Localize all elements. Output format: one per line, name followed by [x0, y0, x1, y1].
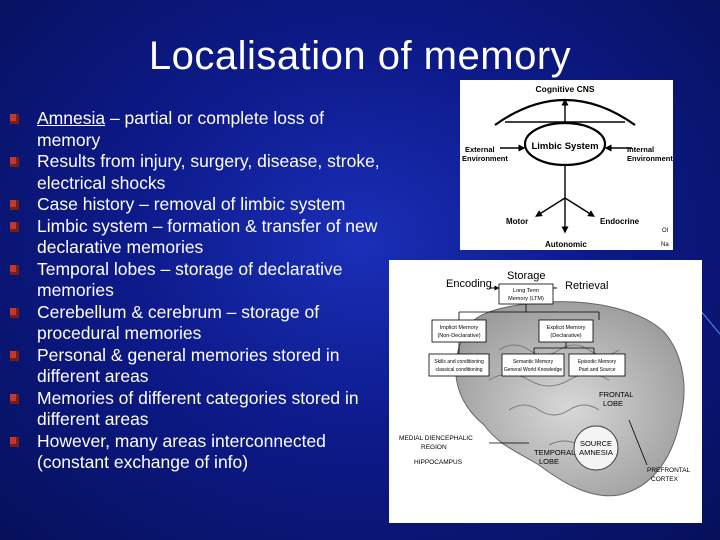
label-temporal-2: LOBE	[539, 457, 559, 466]
label-ltm-2: Memory (LTM)	[508, 296, 544, 302]
bullet-text: Temporal lobes – storage of declarative …	[37, 258, 343, 301]
label-internal-2: Environment	[627, 154, 673, 163]
label-episodic-1: Episodic Memory	[578, 359, 617, 365]
label-implicit-2: (Non-Declarative)	[437, 333, 480, 339]
label-medial-2: REGION	[421, 444, 447, 451]
label-storage: Storage	[507, 270, 546, 282]
bullet-marker-icon	[10, 200, 19, 210]
label-internal-1: Internal	[627, 145, 654, 154]
label-explicit-1: Explicit Memory	[547, 325, 586, 331]
bullet-item: Cerebellum & cerebrum – storage of proce…	[10, 302, 390, 345]
label-explicit-2: (Declarative)	[550, 333, 581, 339]
label-autonomic: Autonomic	[545, 240, 587, 249]
bullet-text: Memories of different categories stored …	[37, 387, 359, 430]
bullet-text: Personal & general memories stored in di…	[37, 344, 340, 387]
bullet-text: – partial or complete loss of memory	[37, 108, 324, 150]
label-source: SOURCE	[580, 439, 612, 448]
label-encoding: Encoding	[446, 278, 492, 290]
bullet-item: Results from injury, surgery, disease, s…	[10, 151, 390, 194]
label-amnesia: AMNESIA	[579, 448, 613, 457]
label-cognitive: Cognitive CNS	[535, 84, 594, 94]
label-semantic-1: Semantic Memory	[513, 359, 554, 365]
bullet-text: However, many areas interconnected (cons…	[37, 430, 326, 473]
label-temporal-1: TEMPORAL	[534, 448, 575, 457]
bullet-item: Amnesia – partial or complete loss of me…	[10, 108, 390, 151]
label-medial-1: MEDIAL DIENCEPHALIC	[399, 435, 473, 442]
label-episodic-2: Past and Source	[579, 367, 616, 373]
limbic-system-diagram: Cognitive CNS Limbic System External Env…	[460, 80, 673, 250]
label-prefrontal-1: PREFRONTAL	[647, 467, 691, 474]
brain-shape	[455, 301, 685, 497]
bullet-text: Case history – removal of limbic system	[37, 194, 346, 214]
label-prefrontal-2: CORTEX	[651, 476, 679, 483]
bullet-marker-icon	[10, 264, 19, 275]
label-ol: Ol	[662, 228, 668, 234]
label-external-1: External	[465, 145, 495, 154]
slide-title: Localisation of memory	[148, 34, 572, 78]
source-amnesia-circle	[573, 425, 619, 471]
memory-brain-diagram: Encoding Storage Retrieval Long Term Mem…	[389, 260, 702, 523]
label-frontal-2: LOBE	[603, 399, 623, 408]
bullet-list: Amnesia – partial or complete loss of me…	[10, 108, 390, 474]
bullet-marker-icon	[10, 350, 19, 361]
bullet-term: Amnesia	[37, 108, 106, 128]
bullet-text: Limbic system – formation & transfer of …	[37, 215, 378, 258]
label-retrieval: Retrieval	[565, 280, 608, 292]
label-frontal-1: FRONTAL	[599, 390, 633, 399]
label-implicit-1: Implicit Memory	[440, 325, 479, 331]
bullet-marker-icon	[10, 307, 19, 318]
label-endocrine: Endocrine	[600, 217, 640, 226]
label-skills-2: classical conditioning	[436, 367, 483, 373]
label-semantic-2: General World Knowledge	[504, 367, 562, 373]
label-motor: Motor	[506, 217, 528, 226]
label-na: Na	[661, 242, 669, 248]
label-external-2: Environment	[462, 154, 508, 163]
bullet-marker-icon	[10, 393, 19, 404]
bullet-item: Case history – removal of limbic system	[10, 194, 390, 216]
bullet-item: Temporal lobes – storage of declarative …	[10, 259, 390, 302]
label-skills-1: Skills and conditioning	[434, 359, 484, 365]
bullet-text: Results from injury, surgery, disease, s…	[37, 151, 380, 193]
bullet-marker-icon	[10, 436, 19, 447]
bullet-text: Cerebellum & cerebrum – storage of proce…	[37, 301, 320, 344]
bullet-item: However, many areas interconnected (cons…	[10, 431, 390, 474]
label-limbic: Limbic System	[531, 141, 598, 152]
bullet-item: Limbic system – formation & transfer of …	[10, 216, 390, 259]
bullet-item: Personal & general memories stored in di…	[10, 345, 390, 388]
bullet-item: Memories of different categories stored …	[10, 388, 390, 431]
decorative-line	[700, 310, 720, 335]
bullet-marker-icon	[10, 157, 19, 167]
bullet-marker-icon	[10, 221, 19, 232]
label-hippocampus: HIPPOCAMPUS	[414, 459, 463, 466]
label-ltm-1: Long Term	[513, 288, 539, 294]
bullet-marker-icon	[10, 114, 19, 124]
